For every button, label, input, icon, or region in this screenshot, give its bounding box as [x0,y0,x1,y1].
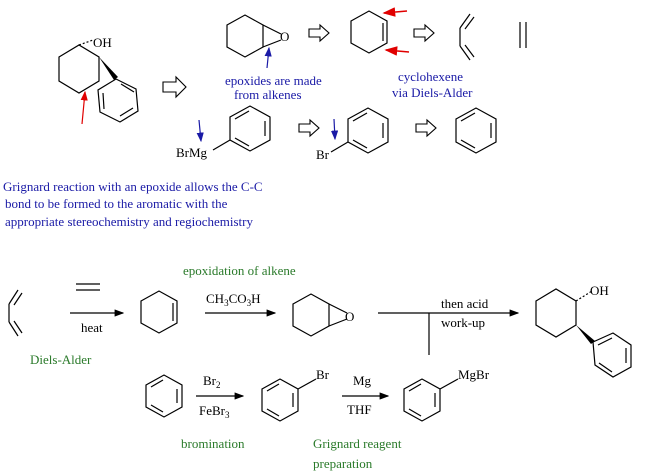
peracid-label: CH3CO3H [206,291,261,308]
benzene-forward [145,374,183,418]
wedge-bond-phenyl [99,57,118,80]
benzene-retro [455,107,497,154]
blue-arrow-epoxide [264,46,272,69]
bromobenzene-forward: Br [261,367,330,422]
cyclohexene-retro [350,7,410,56]
red-disconnection-arrow [80,90,88,125]
note-cyclohexene-line1: cyclohexene [398,69,463,84]
epoxide-forward-o-label: O [345,309,354,324]
ethylene-retro [519,22,527,48]
blue-arrow-brmg [196,119,204,143]
br2-label: Br2 [203,373,221,390]
retro-arrow-2 [308,23,330,43]
mg-label: Mg [353,373,372,388]
summary-line2: bond to be formed to the aromatic with t… [5,196,228,211]
note-cyclohexene-line2: via Diels-Alder [392,85,473,100]
hashed-bond-oh [78,39,94,46]
product-oh-label: OH [590,283,609,298]
febr3-label: FeBr3 [199,403,230,420]
retro-arrow-1 [162,75,187,99]
ethylene-forward [76,283,100,291]
cyclohexane-ring [58,44,100,94]
target-oh-label: OH [93,35,112,50]
epoxide-forward: O [292,293,354,337]
blue-arrow-br [330,118,339,141]
butadiene-retro [459,13,475,61]
note-epoxides-line2: from alkenes [234,87,302,102]
workup-label: work-up [441,315,485,330]
product-molecule: OH [535,283,632,378]
summary-line1: Grignard reaction with an epoxide allows… [3,179,263,194]
grignard-line2: preparation [313,456,373,471]
butadiene-forward [8,289,23,337]
bromobenzene-retro: Br [316,107,389,162]
br-label: Br [316,147,330,162]
diels-alder-label: Diels-Alder [30,352,92,367]
cyclohexene-forward [140,290,178,334]
phenyl-ring [97,78,139,123]
phenyl-grignard-retro: BrMg [176,105,271,160]
retro-arrow-4 [298,118,320,138]
bromination-label: bromination [181,436,245,451]
retro-arrow-3 [413,23,435,43]
epoxide-o-label: O [280,29,289,44]
grignard-line1: Grignard reagent [313,436,402,451]
note-epoxides-line1: epoxides are made [225,73,322,88]
epoxide-retro: O [226,14,289,69]
retro-arrow-5 [415,118,437,138]
red-arrow-cyclohexene-bottom [384,46,410,56]
target-molecule: OH [58,35,139,125]
epoxidation-label: epoxidation of alkene [183,263,296,278]
mgbr-label: MgBr [458,367,490,382]
bromobenzene-br-label: Br [316,367,330,382]
then-acid-label: then acid [441,296,489,311]
phenylmagnesium-bromide: MgBr [403,367,490,422]
thf-label: THF [347,402,372,417]
summary-line3: appropriate stereochemistry and regioche… [5,214,253,229]
brmg-label: BrMg [176,145,208,160]
heat-label: heat [81,320,103,335]
red-arrow-cyclohexene-top [382,7,408,17]
